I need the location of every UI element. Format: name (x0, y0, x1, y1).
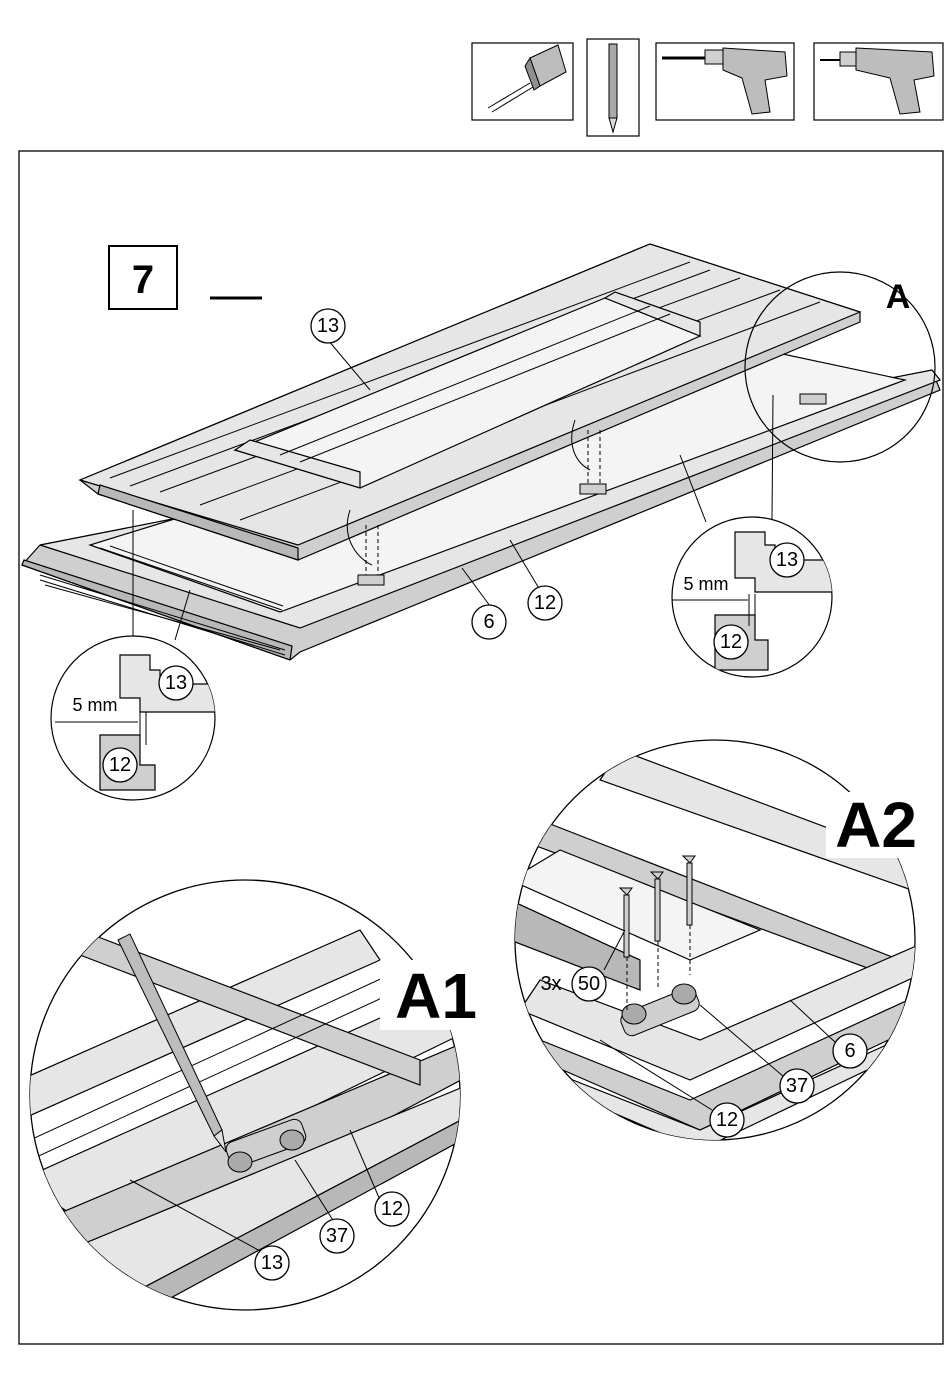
callout-a1-37: 37 (326, 1225, 348, 1247)
callout-a1-13: 13 (261, 1252, 283, 1274)
right-gap-detail: 5 mm 13 12 (670, 517, 835, 677)
tools-strip (472, 39, 943, 136)
detail-a2-label: A2 (835, 789, 917, 861)
callout-a2-37: 37 (786, 1075, 808, 1097)
drill-icon (656, 43, 794, 120)
screwdriver-drill-icon (814, 43, 943, 120)
svg-text:13: 13 (317, 315, 339, 337)
callout-left-13: 13 (165, 672, 187, 694)
left-gap-detail: 5 mm 13 12 (51, 636, 220, 800)
callout-left-12: 12 (109, 754, 131, 776)
callout-main-13: 13 (311, 309, 345, 343)
detail-a1-label: A1 (395, 960, 477, 1032)
svg-text:12: 12 (534, 592, 556, 614)
svg-text:6: 6 (483, 611, 494, 633)
callout-main-12: 12 (528, 586, 562, 620)
callout-right-13: 13 (776, 549, 798, 571)
detail-a1: A1 37 12 13 (20, 880, 490, 1320)
callout-a1-12: 12 (381, 1198, 403, 1220)
step-number: 7 (132, 258, 154, 302)
callout-right-12: 12 (720, 631, 742, 653)
callout-main-6: 6 (472, 605, 506, 639)
detail-a2: A2 3x 50 37 6 12 (510, 740, 940, 1150)
callout-a2-12: 12 (716, 1109, 738, 1131)
detail-a-label: A (886, 278, 911, 316)
right-gap-label: 5 mm (684, 574, 729, 594)
left-gap-label: 5 mm (73, 695, 118, 715)
tape-measure-icon (472, 43, 573, 120)
callout-a2-50: 50 (578, 973, 600, 995)
quantity-label: 3x (540, 973, 561, 995)
callout-a2-6: 6 (844, 1040, 855, 1062)
pencil-icon (587, 39, 639, 136)
